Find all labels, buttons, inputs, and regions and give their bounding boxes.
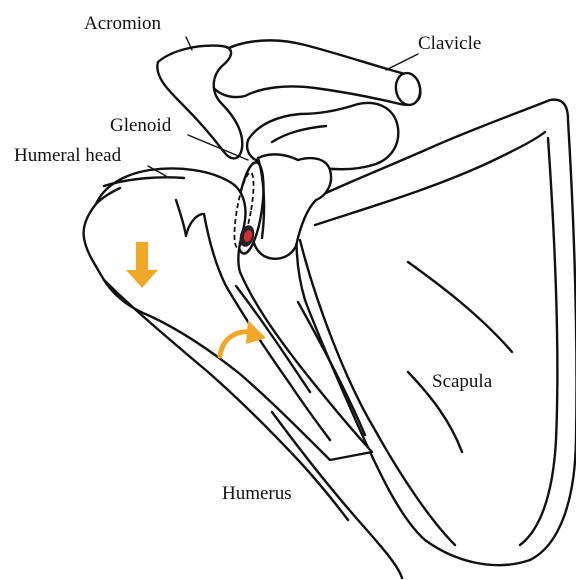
scapula-label: Scapula	[432, 372, 492, 391]
acromion-label: Acromion	[84, 14, 161, 33]
clavicle-label: Clavicle	[418, 34, 481, 53]
humerus-label: Humerus	[222, 484, 292, 503]
humeral-head-label: Humeral head	[14, 146, 121, 165]
glenoid-label: Glenoid	[110, 116, 171, 135]
clavicle-shape	[207, 40, 422, 106]
leader-clavicle	[386, 54, 418, 70]
